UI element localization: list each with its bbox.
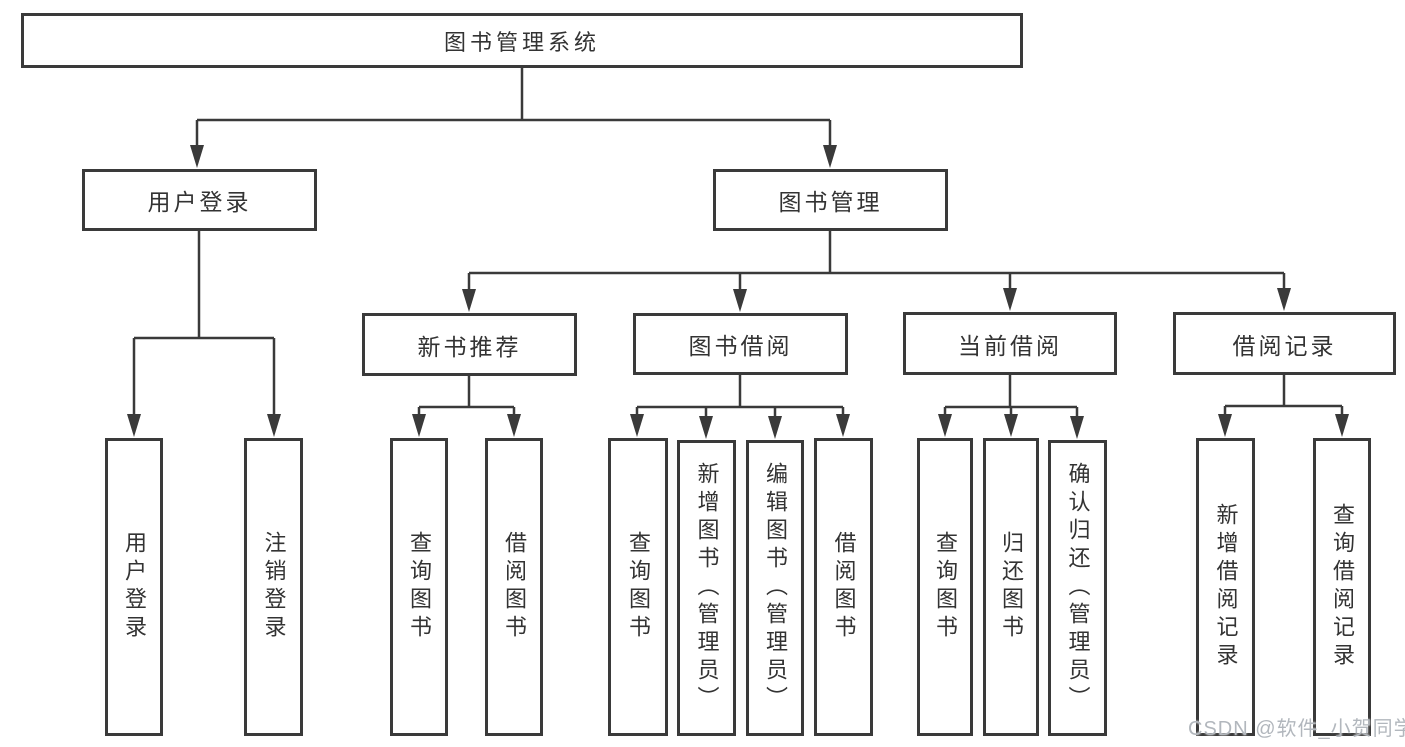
leaf-add-borrow-record: 新增借阅记录: [1196, 438, 1255, 736]
leaf-confirm-return-admin: 确认归还（管理员）: [1048, 440, 1107, 736]
leaf-edit-book-admin: 编辑图书（管理员）: [746, 440, 804, 736]
leaf-add-book-admin: 新增图书（管理员）: [677, 440, 736, 736]
node-library-management-system: 图书管理系统: [21, 13, 1023, 68]
leaf-return-book: 归还图书: [983, 438, 1039, 736]
leaf-borrow-book: 借阅图书: [814, 438, 873, 736]
leaf-query-book-borrowing: 查询图书: [608, 438, 668, 736]
leaf-query-borrow-record: 查询借阅记录: [1313, 438, 1371, 736]
leaf-query-book-current: 查询图书: [917, 438, 973, 736]
node-current-borrowing: 当前借阅: [903, 312, 1117, 375]
leaf-user-login: 用户登录: [105, 438, 163, 736]
leaf-borrow-book-recommend: 借阅图书: [485, 438, 543, 736]
leaf-logout: 注销登录: [244, 438, 303, 736]
node-new-book-recommend: 新书推荐: [362, 313, 577, 376]
node-user-login: 用户登录: [82, 169, 317, 231]
node-borrow-records: 借阅记录: [1173, 312, 1396, 375]
node-book-management: 图书管理: [713, 169, 948, 231]
node-book-borrowing: 图书借阅: [633, 313, 848, 375]
csdn-watermark: CSDN @软件_小贺同学: [1188, 718, 1405, 740]
leaf-query-book-recommend: 查询图书: [390, 438, 448, 736]
arrowheads: [127, 145, 1349, 439]
